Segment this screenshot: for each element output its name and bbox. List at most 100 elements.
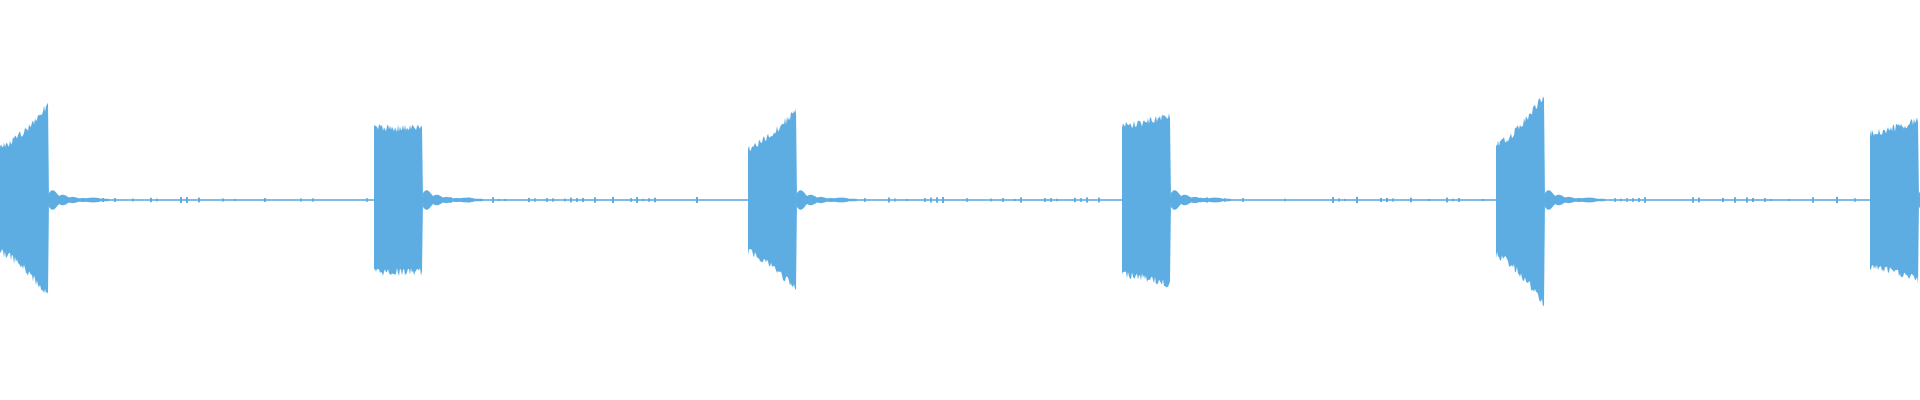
baseline-noise [1392,198,1394,202]
baseline-noise [546,198,548,202]
baseline-noise [930,197,932,203]
baseline-noise [1812,197,1814,203]
audio-burst [374,124,483,276]
baseline-noise [534,198,536,202]
baseline-noise [156,198,158,202]
baseline-noise [576,198,578,202]
baseline-noise [1692,197,1694,203]
baseline-noise [1854,198,1856,202]
baseline-noise [492,197,494,203]
baseline-noise [234,198,236,202]
burst-decay-tail [1545,190,1605,210]
burst-trailing-lump [832,197,850,203]
baseline-noise [312,198,314,202]
baseline-noise [1620,198,1622,202]
baseline-noise [132,198,134,202]
baseline-noise [1344,198,1346,202]
burst-trailing-lump [458,197,476,203]
baseline-noise [1746,197,1748,203]
baseline-noise [1002,198,1004,202]
baseline-noise [594,197,596,203]
baseline-noise [114,198,116,202]
baseline-noise [180,196,182,204]
baseline-noise [966,198,968,202]
baseline-noise [1632,198,1634,202]
baseline-noise [1242,198,1244,202]
baseline-noise [1086,197,1088,203]
baseline-noise [1410,197,1412,203]
baseline-noise [1452,198,1454,202]
baseline-noise [1734,197,1736,203]
baseline-noise [150,197,152,203]
audio-burst [0,102,109,295]
baseline-noise [564,198,566,202]
baseline-noise [636,197,638,203]
baseline-noise [1614,198,1616,202]
baseline-noise [1074,197,1076,203]
baseline-noise [1356,196,1358,204]
baseline-noise [1788,198,1790,202]
baseline-noise [1446,197,1448,203]
burst-decay-tail [423,190,483,210]
baseline-noise [1428,198,1430,202]
baseline-noise [864,198,866,202]
baseline-noise [1098,197,1100,203]
baseline-noise [186,197,188,203]
audio-burst [1496,96,1605,307]
baseline-noise [1380,197,1382,203]
baseline-noise [888,197,890,203]
baseline-noise [696,197,698,203]
baseline-noise [1722,197,1724,203]
baseline-noise [1836,196,1838,204]
burst-decay-tail [49,190,109,210]
burst-trailing-lump [1580,197,1598,203]
baseline-noise [1698,197,1700,203]
baseline-noise [942,197,944,203]
burst-decay-tail [797,190,857,210]
baseline-noise [1644,197,1646,203]
burst-body [0,102,49,295]
baseline-noise [366,198,368,202]
baseline-noise [1482,198,1484,202]
audio-burst [748,107,857,291]
burst-body [1122,113,1171,288]
baseline-noise [1284,198,1286,202]
baseline-noise [1626,198,1628,202]
burst-body [1870,117,1919,284]
baseline-noise [264,198,266,202]
burst-trailing-lump [84,197,102,203]
burst-decay-tail [1171,190,1231,210]
baseline-noise [924,198,926,202]
burst-trailing-lump [1206,197,1224,203]
baseline-noise [990,198,992,202]
baseline-noise [1764,198,1766,202]
burst-body [1496,96,1545,307]
baseline-noise [300,198,302,202]
baseline-noise [552,198,554,202]
baseline-noise [504,198,506,202]
baseline-noise [612,196,614,204]
silence-baseline-group [0,196,1920,204]
silence-baseline [0,199,1920,201]
baseline-noise [642,198,644,202]
audio-burst [1870,117,1920,284]
baseline-noise [630,198,632,202]
baseline-noise [1056,198,1058,202]
baseline-noise [1338,198,1340,202]
baseline-noise [222,198,224,202]
baseline-noise [1014,198,1016,202]
baseline-noise [498,198,500,202]
baseline-noise [906,198,908,202]
baseline-noise [198,197,200,203]
baseline-noise [1386,197,1388,203]
baseline-noise [654,197,656,203]
audio-burst [1122,113,1231,288]
baseline-noise [1770,198,1772,202]
burst-body [374,124,423,276]
baseline-noise [1638,198,1640,202]
baseline-noise [570,197,572,203]
audio-bursts [0,96,1920,307]
baseline-noise [1080,198,1082,202]
baseline-noise [648,198,650,202]
baseline-noise [528,197,530,203]
